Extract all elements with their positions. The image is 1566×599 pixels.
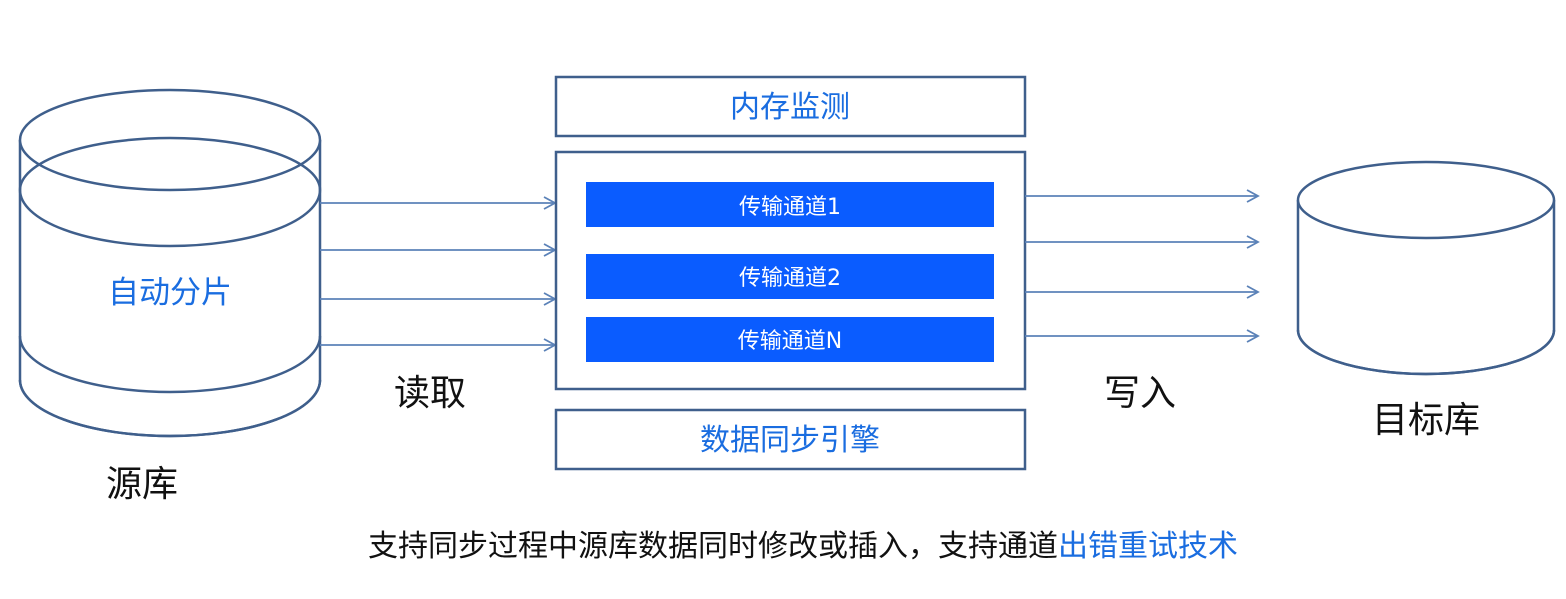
- source-db-inner-label: 自动分片: [108, 275, 232, 311]
- target-db-cylinder: [1296, 160, 1556, 376]
- memory-monitor-box: [554, 75, 1027, 138]
- channel-label-2: 传输通道2: [739, 266, 841, 291]
- channel-label-1: 传输通道1: [739, 195, 841, 220]
- write-arrows: [1025, 189, 1260, 343]
- source-db-cylinder: [18, 88, 322, 438]
- read-label: 读取: [394, 373, 466, 414]
- engine-name-box: [554, 408, 1027, 471]
- channel-bar-1: [586, 182, 994, 227]
- write-label: 写入: [1104, 373, 1176, 414]
- footer-text-main: 支持同步过程中源库数据同时修改或插入，支持通道: [368, 529, 1058, 564]
- engine-name-label: 数据同步引擎: [700, 423, 880, 458]
- read-arrows: [320, 196, 557, 352]
- footer-caption: 支持同步过程中源库数据同时修改或插入，支持通道出错重试技术: [368, 529, 1238, 564]
- source-db-label: 源库: [106, 464, 178, 505]
- channel-bar-2: [586, 254, 994, 299]
- footer-text-highlight: 出错重试技术: [1058, 529, 1238, 564]
- memory-monitor-label: 内存监测: [730, 90, 850, 125]
- channel-bar-n: [586, 317, 994, 362]
- target-db-label: 目标库: [1372, 400, 1480, 441]
- channel-label-n: 传输通道N: [738, 329, 842, 354]
